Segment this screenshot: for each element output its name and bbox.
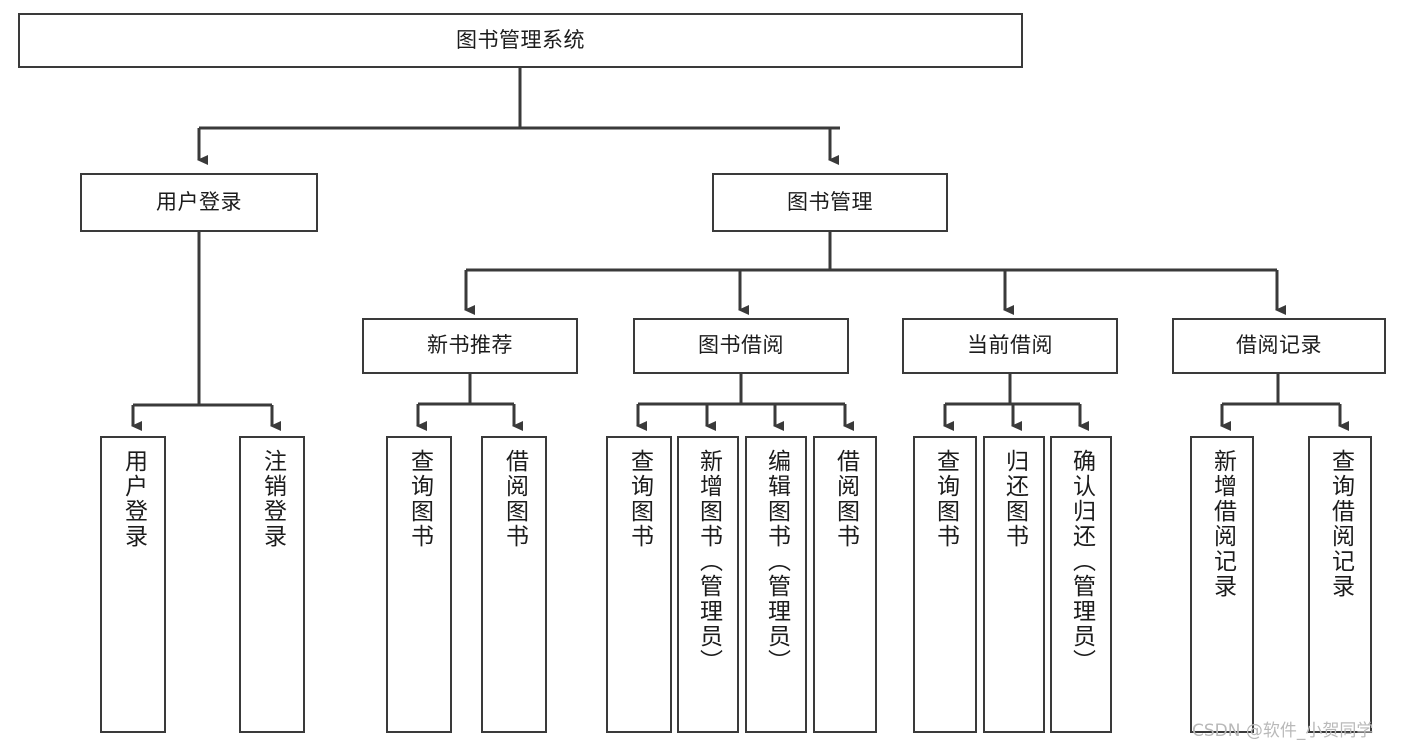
leaf-user-login-label: 用户登录 xyxy=(120,449,147,549)
leaf-borrow-add-book-admin-label: 新增图书（管理员） xyxy=(695,449,722,674)
leaf-recommend-query-book[interactable]: 查询图书 xyxy=(386,436,452,733)
leaf-record-query-borrow-record[interactable]: 查询借阅记录 xyxy=(1308,436,1372,733)
leaf-recommend-borrow-book[interactable]: 借阅图书 xyxy=(481,436,547,733)
node-root[interactable]: 图书管理系统 xyxy=(18,13,1023,68)
leaf-borrow-query-book[interactable]: 查询图书 xyxy=(606,436,672,733)
node-book-manage[interactable]: 图书管理 xyxy=(712,173,948,232)
leaf-current-confirm-return-admin-label: 确认归还（管理员） xyxy=(1068,449,1095,674)
leaf-borrow-add-book-admin[interactable]: 新增图书（管理员） xyxy=(677,436,739,733)
leaf-current-query-book-label: 查询图书 xyxy=(932,449,959,549)
leaf-recommend-borrow-book-label: 借阅图书 xyxy=(501,449,528,549)
node-current-borrow-label: 当前借阅 xyxy=(967,333,1053,358)
leaf-borrow-edit-book-admin-label: 编辑图书（管理员） xyxy=(763,449,790,674)
leaf-record-add-borrow-record-label: 新增借阅记录 xyxy=(1209,449,1236,599)
node-new-book-recommend[interactable]: 新书推荐 xyxy=(362,318,578,374)
csdn-watermark: CSDN @软件_小贺同学 xyxy=(1192,721,1374,741)
leaf-current-return-book-label: 归还图书 xyxy=(1001,449,1028,549)
node-book-borrow-label: 图书借阅 xyxy=(698,333,784,358)
leaf-user-logout[interactable]: 注销登录 xyxy=(239,436,305,733)
node-current-borrow[interactable]: 当前借阅 xyxy=(902,318,1118,374)
leaf-record-query-borrow-record-label: 查询借阅记录 xyxy=(1327,449,1354,599)
leaf-borrow-edit-book-admin[interactable]: 编辑图书（管理员） xyxy=(745,436,807,733)
leaf-borrow-query-book-label: 查询图书 xyxy=(626,449,653,549)
node-borrow-record-label: 借阅记录 xyxy=(1236,333,1322,358)
leaf-borrow-borrow-book-label: 借阅图书 xyxy=(832,449,859,549)
node-user-login[interactable]: 用户登录 xyxy=(80,173,318,232)
node-new-book-recommend-label: 新书推荐 xyxy=(427,333,513,358)
node-root-label: 图书管理系统 xyxy=(456,27,585,52)
leaf-user-logout-label: 注销登录 xyxy=(259,449,286,549)
leaf-current-query-book[interactable]: 查询图书 xyxy=(913,436,977,733)
node-user-login-label: 用户登录 xyxy=(156,189,242,214)
leaf-current-return-book[interactable]: 归还图书 xyxy=(983,436,1045,733)
leaf-recommend-query-book-label: 查询图书 xyxy=(406,449,433,549)
node-book-borrow[interactable]: 图书借阅 xyxy=(633,318,849,374)
node-borrow-record[interactable]: 借阅记录 xyxy=(1172,318,1386,374)
leaf-borrow-borrow-book[interactable]: 借阅图书 xyxy=(813,436,877,733)
leaf-record-add-borrow-record[interactable]: 新增借阅记录 xyxy=(1190,436,1254,733)
leaf-user-login[interactable]: 用户登录 xyxy=(100,436,166,733)
node-book-manage-label: 图书管理 xyxy=(787,189,873,214)
leaf-current-confirm-return-admin[interactable]: 确认归还（管理员） xyxy=(1050,436,1112,733)
